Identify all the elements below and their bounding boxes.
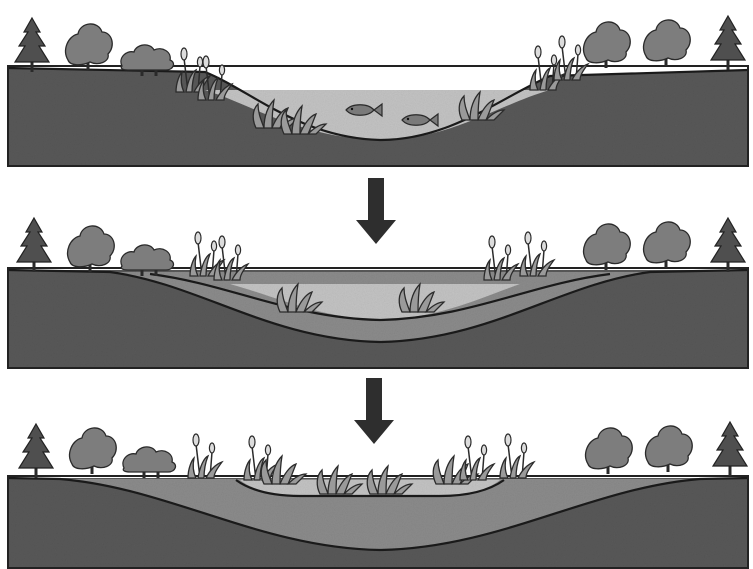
shrub-icon [123,447,176,478]
deciduous-tree-icon [68,226,115,272]
panel-open-lake [8,16,748,166]
panel-filled-wetland [8,422,748,568]
deciduous-tree-icon [646,426,693,472]
deciduous-tree-icon [644,222,691,268]
reed-plant-icon [520,232,554,276]
reed-plant-icon [188,434,222,478]
down-arrow-icon [356,178,396,244]
conifer-tree-icon [15,18,49,72]
conifer-tree-icon [713,422,747,476]
deciduous-tree-icon [644,20,691,66]
down-arrow-icon [354,378,394,444]
reed-plant-icon [500,434,534,478]
deciduous-tree-icon [70,428,117,474]
deciduous-tree-icon [586,428,633,474]
conifer-tree-icon [17,218,51,272]
trees-right [584,218,745,272]
deciduous-tree-icon [584,22,631,68]
conifer-tree-icon [711,218,745,272]
conifer-tree-icon [19,424,53,478]
reed-plant-icon [554,36,588,80]
trees-right [584,16,745,70]
conifer-tree-icon [711,16,745,70]
trees-left [15,18,173,76]
trees-right [586,422,747,476]
deciduous-tree-icon [584,224,631,270]
trees-left [19,424,175,478]
deciduous-tree-icon [66,24,113,70]
